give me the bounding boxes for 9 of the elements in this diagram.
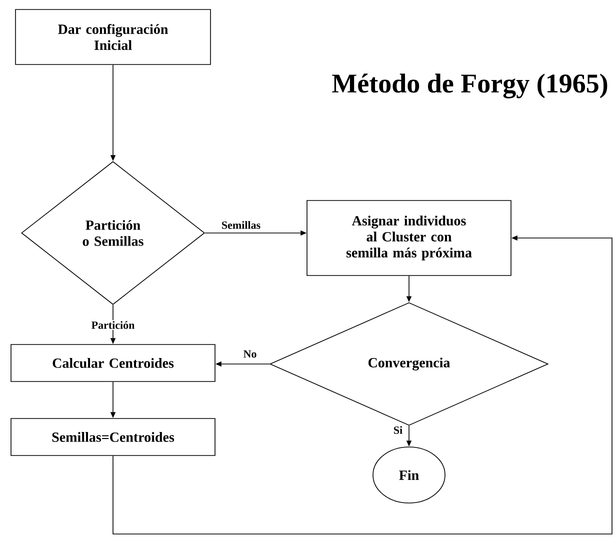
edge-label: Semillas [220,220,262,230]
title: Método de Forgy (1965) [332,74,608,98]
process-box: Semillas=Centroides [10,418,216,456]
edge-label: Partición [90,320,136,330]
edge-label: Si [392,425,404,435]
process-box: Dar configuración Inicial [15,9,211,65]
process-box: Calcular Centroides [10,344,216,382]
edge-label: No [242,349,258,359]
process-box: Asignar individuos al Cluster con semilla más próxima [306,200,512,276]
